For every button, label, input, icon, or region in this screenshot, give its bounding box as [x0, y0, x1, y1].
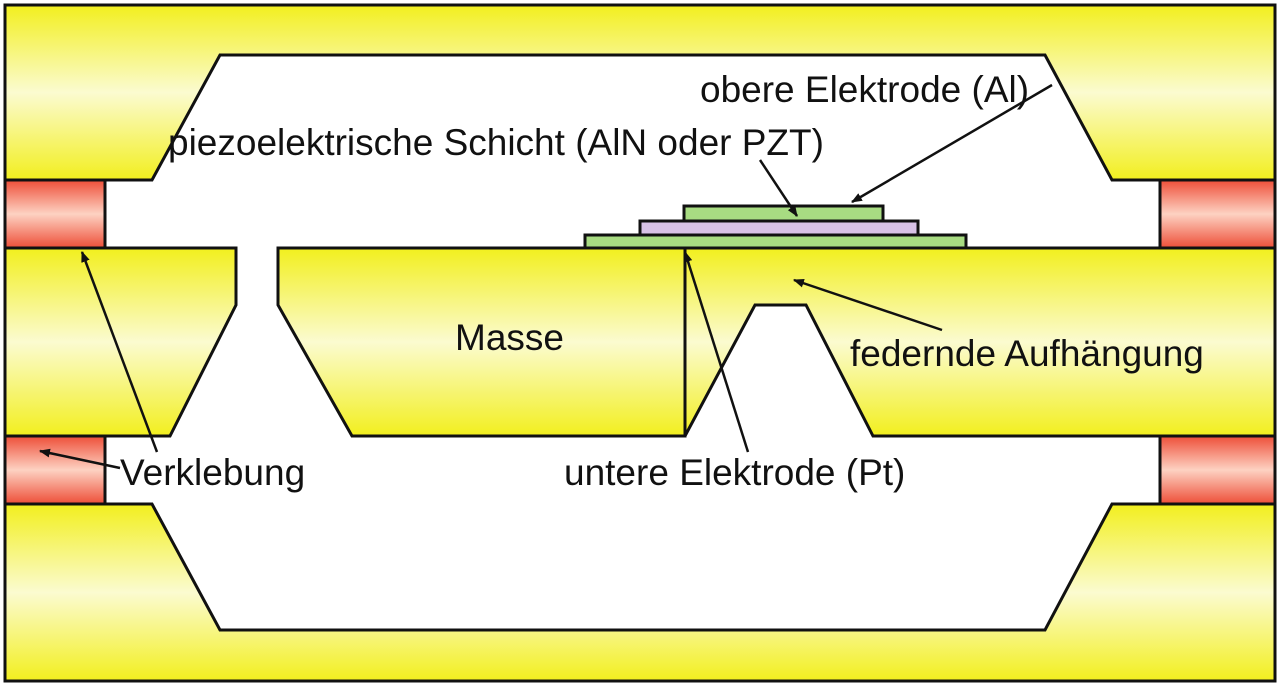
outer-border	[3, 3, 1277, 683]
adhesive-bond-upper-right	[1158, 178, 1277, 250]
label-verklebung: Verklebung	[120, 452, 305, 493]
piezo-layer	[638, 219, 920, 237]
arrow-untere-elektrode	[683, 250, 750, 453]
label-piezo-schicht: piezoelektrische Schicht (AlN oder PZT)	[168, 122, 824, 163]
lower-electrode-pt	[583, 233, 968, 250]
adhesive-bond-lower-left	[3, 434, 107, 506]
label-untere-elektrode: untere Elektrode (Pt)	[564, 452, 905, 493]
arrow-piezo-schicht	[758, 159, 799, 217]
label-obere-elektrode: obere Elektrode (Al)	[700, 69, 1029, 110]
label-federnde-aufhaengung: federnde Aufhängung	[850, 333, 1204, 374]
adhesive-bond-upper-left	[3, 178, 107, 250]
arrow-verklebung-upper	[80, 250, 159, 453]
bottom-cap-wafer	[3, 502, 1277, 683]
label-masse: Masse	[455, 317, 564, 358]
arrow-federnde-aufhaengung	[792, 278, 943, 332]
adhesive-bond-lower-right	[1158, 434, 1277, 506]
arrow-obere-elektrode	[851, 83, 1053, 204]
device-frame-left	[3, 246, 238, 438]
arrow-verklebung-lower	[38, 448, 121, 470]
upper-electrode-al	[682, 204, 885, 223]
